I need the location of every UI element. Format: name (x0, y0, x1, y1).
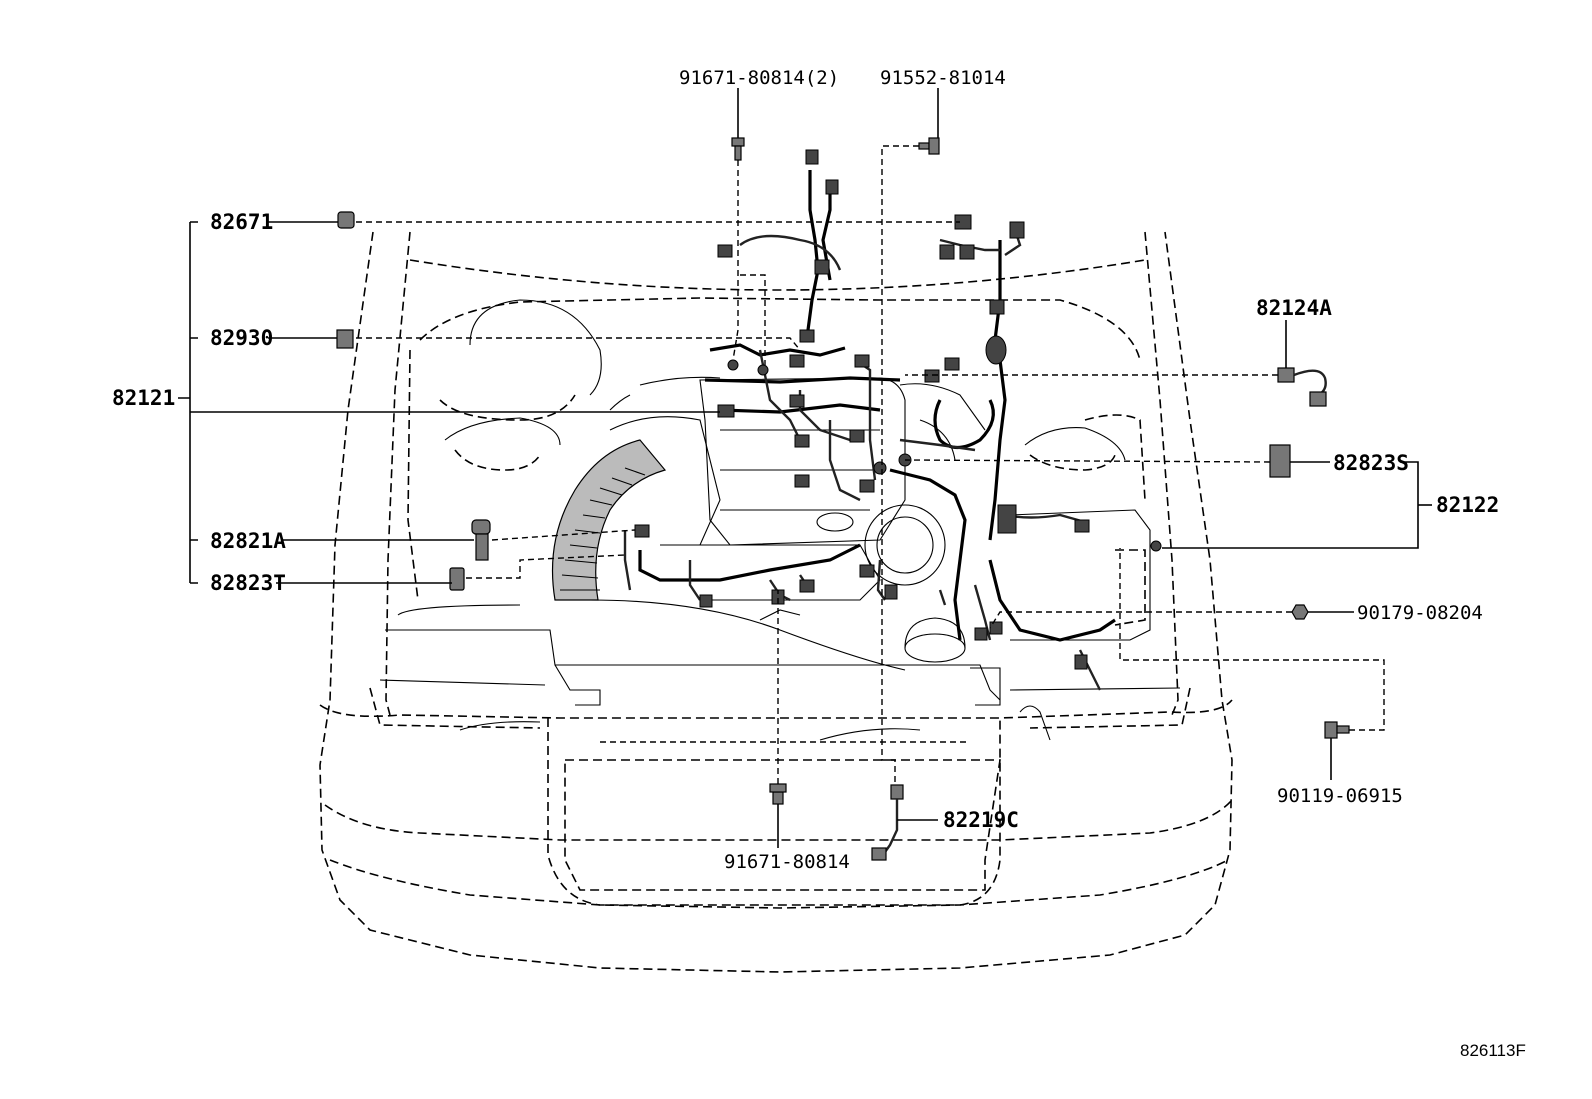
figure-reference: 826113F (1460, 1041, 1526, 1060)
label-82124A: 82124A (1256, 296, 1332, 320)
label-91671-80814-2: 91671-80814(2) (679, 67, 839, 89)
loose-parts (336, 137, 1350, 861)
nut-90179-08204 (1291, 604, 1309, 620)
part-82823T (449, 567, 465, 591)
bolt-91671-80814 (769, 783, 787, 805)
part-labels: 91671-80814(2) 91552-81014 82671 82930 8… (112, 67, 1526, 1060)
part-82671 (337, 211, 355, 229)
label-82823T: 82823T (210, 571, 286, 595)
engine-block (551, 376, 1151, 671)
label-82671: 82671 (210, 210, 273, 234)
part-82930 (336, 329, 354, 349)
part-82219C (871, 784, 904, 861)
vehicle-body-outline (319, 231, 1233, 973)
leader-lines (178, 88, 1432, 848)
label-82930: 82930 (210, 326, 273, 350)
part-82821A (471, 519, 491, 561)
bolt-90119-06915 (1324, 721, 1350, 739)
label-91552-81014: 91552-81014 (880, 67, 1006, 89)
label-90119-06915: 90119-06915 (1277, 785, 1403, 807)
harness-connectors (634, 149, 1162, 670)
bolt-91552-81014 (918, 137, 940, 155)
part-82124A (1277, 367, 1327, 407)
label-82122: 82122 (1436, 493, 1499, 517)
label-82121: 82121 (112, 386, 175, 410)
label-90179-08204: 90179-08204 (1357, 602, 1483, 624)
label-91671-80814: 91671-80814 (724, 851, 850, 873)
label-82821A: 82821A (210, 529, 286, 553)
label-82823S: 82823S (1333, 451, 1409, 475)
label-82219C: 82219C (943, 808, 1019, 832)
bolt-91671-80814-2 (731, 137, 745, 161)
part-82823S (1269, 444, 1291, 478)
